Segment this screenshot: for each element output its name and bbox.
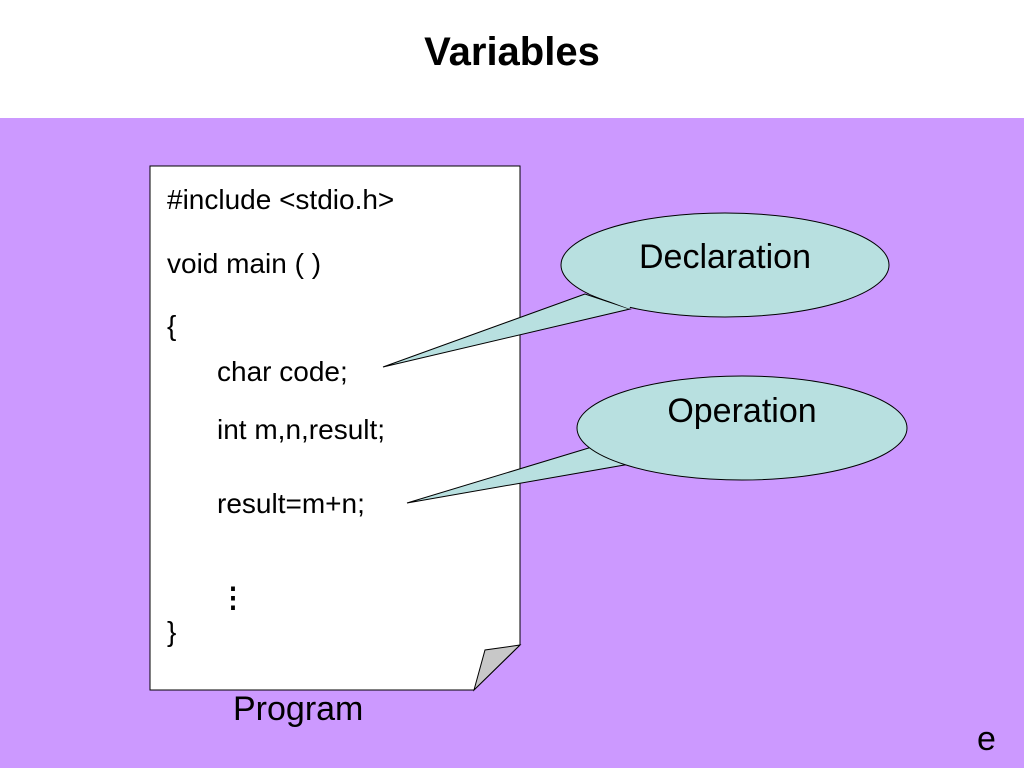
declaration-label: Declaration bbox=[639, 238, 811, 276]
footer-mark: e bbox=[977, 720, 996, 758]
operation-label: Operation bbox=[667, 392, 817, 430]
operation-callout-bubble bbox=[576, 375, 908, 481]
code-line-close-brace: } bbox=[167, 616, 177, 647]
code-line-open-brace: { bbox=[167, 310, 177, 341]
program-caption: Program bbox=[233, 690, 364, 728]
title-bar: Variables bbox=[0, 0, 1024, 118]
code-line-ellipsis: ⋮ bbox=[219, 582, 247, 613]
code-line-include: #include <stdio.h> bbox=[167, 184, 395, 215]
code-line-char-declaration: char code; bbox=[217, 356, 348, 387]
code-line-assignment: result=m+n; bbox=[217, 488, 365, 519]
code-line-int-declaration: int m,n,result; bbox=[217, 414, 386, 445]
slide-title: Variables bbox=[424, 30, 600, 74]
code-line-main: void main ( ) bbox=[167, 248, 322, 279]
declaration-callout-bubble bbox=[560, 212, 890, 318]
page-fold-icon bbox=[473, 644, 522, 692]
